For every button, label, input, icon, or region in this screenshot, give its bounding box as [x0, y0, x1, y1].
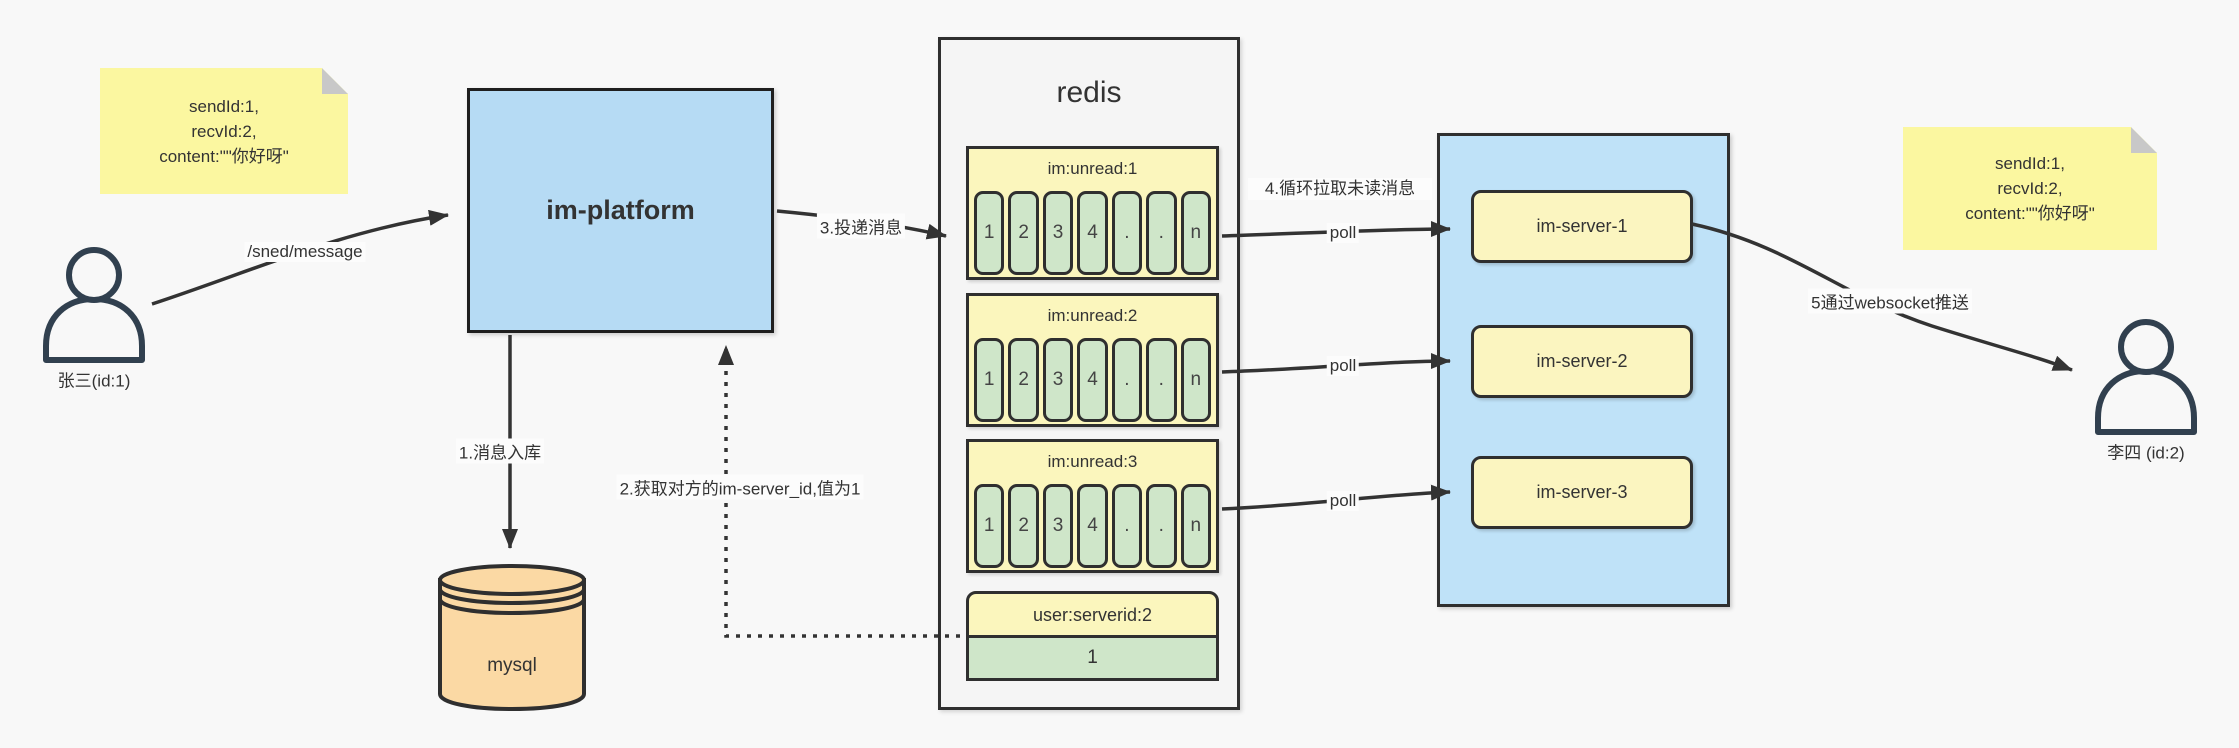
edge-label-step2: 2.获取对方的im-server_id,值为1 [616, 474, 864, 500]
im-server-1-label: im-server-1 [1536, 216, 1628, 236]
queue-cells: 1 2 3 4 . . n [974, 484, 1211, 568]
im-server-1-node: im-server-1 [1471, 190, 1693, 263]
queue-cell: 3 [1042, 338, 1074, 422]
queue-cell: 4 [1077, 484, 1108, 568]
note-line: sendId:1, [1995, 154, 2065, 173]
redis-container: redis im:unread:1 1 2 3 4 . . n im:unrea… [938, 37, 1240, 710]
queue-cell: 3 [1042, 484, 1074, 568]
queue-cell: 2 [1008, 191, 1039, 275]
mysql-label: mysql [487, 655, 537, 676]
push-payload-note: sendId:1, recvId:2, content:""你好呀" [1903, 127, 2157, 250]
queue-cells: 1 2 3 4 . . n [974, 191, 1211, 275]
queue-cell: . [1111, 484, 1143, 568]
note-text: sendId:1, recvId:2, content:""你好呀" [1965, 151, 2095, 226]
edge-label-poll-2: poll [1326, 356, 1360, 376]
queue-cell: n [1180, 484, 1211, 568]
edge-label-poll-1: poll [1326, 223, 1360, 243]
note-line: content:""你好呀" [1965, 204, 2095, 223]
im-server-3-node: im-server-3 [1471, 456, 1693, 529]
queue-cell: . [1146, 484, 1177, 568]
queue-cell: 2 [1008, 484, 1039, 568]
edge-label-step1: 1.消息入库 [455, 438, 545, 464]
note-text: sendId:1, recvId:2, content:""你好呀" [159, 94, 289, 169]
receiver-user-icon [2090, 318, 2202, 436]
mysql-node: mysql [437, 563, 587, 712]
queue-cell: . [1111, 191, 1143, 275]
note-line: recvId:2, [1997, 179, 2063, 198]
receiver-user-label: 李四 (id:2) [2107, 443, 2185, 463]
unread-queue-1: im:unread:1 1 2 3 4 . . n [966, 146, 1219, 280]
queue-header: im:unread:2 [1047, 306, 1138, 325]
queue-cell: 1 [974, 191, 1005, 275]
im-server-cluster: im-server-1 im-server-2 im-server-3 [1437, 133, 1730, 607]
queue-cell: . [1146, 191, 1177, 275]
database-cylinder-icon [438, 564, 586, 712]
queue-cell: 1 [974, 338, 1005, 422]
queue-cell: 4 [1077, 191, 1108, 275]
sender-user-icon [38, 246, 150, 364]
note-fold-corner [322, 68, 348, 94]
edge-label-send-api: /sned/message [244, 242, 366, 262]
note-fold-corner [2131, 127, 2157, 153]
queue-cells: 1 2 3 4 . . n [974, 338, 1211, 422]
queue-cell: n [1180, 338, 1211, 422]
queue-cell: n [1180, 191, 1211, 275]
note-line: sendId:1, [189, 96, 259, 116]
queue-cell: . [1111, 338, 1143, 422]
im-server-3-label: im-server-3 [1536, 482, 1628, 502]
unread-queue-3: im:unread:3 1 2 3 4 . . n [966, 439, 1219, 573]
user-serverid-value: 1 [966, 638, 1219, 681]
queue-header: im:unread:1 [1047, 159, 1138, 178]
note-line: content:""你好呀" [159, 146, 289, 166]
im-platform-node: im-platform [467, 88, 774, 333]
queue-cell: 3 [1042, 191, 1074, 275]
queue-cell: 4 [1077, 338, 1108, 422]
edge-label-step3: 3.投递消息 [816, 213, 906, 239]
redis-title: redis [1056, 76, 1122, 109]
queue-cell: . [1146, 338, 1177, 422]
note-line: recvId:2, [191, 121, 257, 141]
request-payload-note: sendId:1, recvId:2, content:""你好呀" [100, 68, 348, 194]
edge-label-poll-3: poll [1326, 491, 1360, 511]
queue-cell: 2 [1008, 338, 1039, 422]
im-server-2-node: im-server-2 [1471, 325, 1693, 398]
im-platform-label: im-platform [546, 195, 695, 225]
user-serverid-key: user:serverid:2 [966, 591, 1219, 638]
user-serverid-node: user:serverid:2 1 [966, 591, 1219, 681]
sender-user-label: 张三(id:1) [57, 371, 131, 391]
im-server-2-label: im-server-2 [1536, 351, 1628, 371]
edge-label-step5: 5通过websocket推送 [1808, 288, 1972, 314]
queue-header: im:unread:3 [1047, 452, 1138, 471]
edge-label-step4: 4.循环拉取未读消息 [1248, 178, 1432, 200]
unread-queue-2: im:unread:2 1 2 3 4 . . n [966, 293, 1219, 427]
queue-cell: 1 [974, 484, 1005, 568]
